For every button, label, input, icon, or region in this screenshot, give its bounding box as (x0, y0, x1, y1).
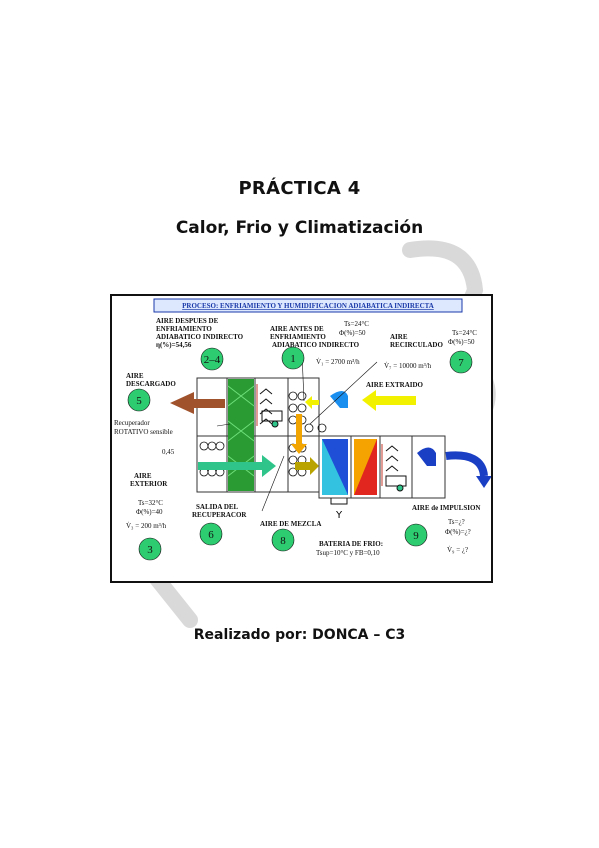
discharge-arrow (170, 392, 225, 414)
diagram-svg: PROCESO: ENFRIAMIENTO Y HUMIDIFICACION A… (114, 298, 491, 561)
label-aire-antes-3: ADIABATICO INDIRECTO (272, 341, 360, 349)
svg-text:9: 9 (413, 530, 419, 542)
label-exterior-2: EXTERIOR (130, 480, 168, 488)
state-point-6: 6 (199, 522, 223, 546)
label-recuperador-eficiencia: 0,45 (162, 448, 175, 456)
label-bateria-2: Tsup=10°C y FB=0,10 (316, 549, 380, 557)
label-recirc-caudal: V̇₇ = 10000 m³/h (384, 362, 432, 370)
state-point-3: 3 (138, 537, 162, 561)
label-mezcla: AIRE DE MEZCLA (260, 520, 321, 528)
author-line: Realizado por: DONCA – C3 (193, 627, 406, 643)
supply-arrow-head (476, 476, 491, 488)
label-recuperador-2: ROTATIVO sensible (114, 428, 173, 436)
svg-text:3: 3 (147, 544, 153, 556)
banner-text: PROCESO: ENFRIAMIENTO Y HUMIDIFICACION A… (182, 302, 434, 310)
label-exterior-phi: Φ(%)=40 (136, 508, 163, 516)
state-point-7: 7 (449, 350, 473, 374)
tray-2 (385, 475, 407, 487)
pump-icon-2 (396, 484, 404, 492)
label-recirc-2: RECIRCULADO (390, 341, 443, 349)
svg-text:6: 6 (208, 529, 214, 541)
pointer-lines (216, 352, 378, 512)
recuperator-pattern (227, 385, 255, 477)
label-eficiencia: η(%)=54,56 (156, 341, 192, 349)
process-diagram: PROCESO: ENFRIAMIENTO Y HUMIDIFICACION A… (110, 294, 493, 583)
label-impulsion-ts: Ts=¿? (448, 518, 465, 526)
label-antes-phi: Φ(%)=50 (339, 329, 366, 337)
label-aire-antes-1: AIRE ANTES DE (270, 325, 324, 333)
pump-icon (271, 420, 279, 428)
label-recirc-1: AIRE (390, 333, 408, 341)
state-point-9: 9 (404, 523, 428, 547)
label-antes-ts: Ts=24°C (344, 320, 369, 328)
heating-coil-shade (354, 439, 377, 495)
label-aire-antes-2: ENFRIAMIENTO (270, 333, 326, 341)
svg-text:8: 8 (280, 535, 286, 547)
duct-outlines (196, 377, 446, 499)
supply-fan-icon (417, 447, 436, 466)
drain-tray (330, 498, 348, 505)
label-recuperador-1: Recuperador (114, 419, 150, 427)
label-impulsion-phi: Φ(%)=¿? (445, 528, 471, 536)
label-salida-1: SALIDA DEL (196, 503, 239, 511)
extracted-air-arrow (362, 390, 416, 411)
mixing-arrow (295, 457, 319, 475)
label-aire-despues-3: ADIABATICO INDIRECTO (156, 333, 244, 341)
svg-text:1: 1 (290, 353, 296, 365)
supply-air-arrow (445, 451, 488, 477)
svg-text:7: 7 (458, 357, 464, 369)
state-point-8: 8 (271, 528, 295, 552)
state-point-1: 1 (281, 346, 305, 370)
return-fan-icon (330, 391, 348, 408)
label-exterior-caudal: V̇₃ = 200 m³/h (126, 522, 167, 530)
label-antes-caudal: V̇₁ = 2700 m³/h (316, 358, 360, 366)
state-point-5: 5 (127, 388, 151, 412)
label-aire-despues-1: AIRE DESPUES DE (156, 317, 219, 325)
thermometer-lines (256, 384, 383, 486)
state-point-2-4: 2–4 (200, 347, 224, 371)
svg-text:5: 5 (136, 395, 142, 407)
drain-icon: Y (335, 510, 343, 521)
label-descargado-2: DESCARGADO (126, 380, 176, 388)
banner-box (153, 298, 463, 313)
humidifier-chevrons (259, 388, 399, 472)
label-recirc-ts: Ts=24°C (452, 329, 477, 337)
label-bateria-1: BATERIA DE FRIO: (319, 540, 383, 548)
label-recirc-phi: Φ(%)=50 (448, 338, 475, 346)
label-aire-despues-2: ENFRIAMIENTO (156, 325, 212, 333)
label-impulsion: AIRE de IMPULSION (412, 504, 480, 512)
label-salida-2: RECUPERACOR (192, 511, 247, 519)
label-exterior-ts: Ts=32°C (138, 499, 163, 507)
label-impulsion-caudal: V̇₉ = ¿? (447, 546, 468, 554)
outdoor-air-arrow (198, 455, 276, 477)
page-title: PRÁCTICA 4 (238, 178, 361, 199)
tray-1 (261, 410, 283, 422)
label-exterior-1: AIRE (134, 472, 152, 480)
cooling-coil-shade (322, 439, 348, 495)
label-descargado-1: AIRE (126, 372, 144, 380)
page-subtitle: Calor, Frio y Climatización (175, 218, 424, 238)
recirc-arrow (305, 396, 319, 409)
mix-down-arrow (291, 414, 307, 454)
svg-text:2–4: 2–4 (204, 354, 221, 366)
label-extraido: AIRE EXTRAIDO (366, 381, 424, 389)
